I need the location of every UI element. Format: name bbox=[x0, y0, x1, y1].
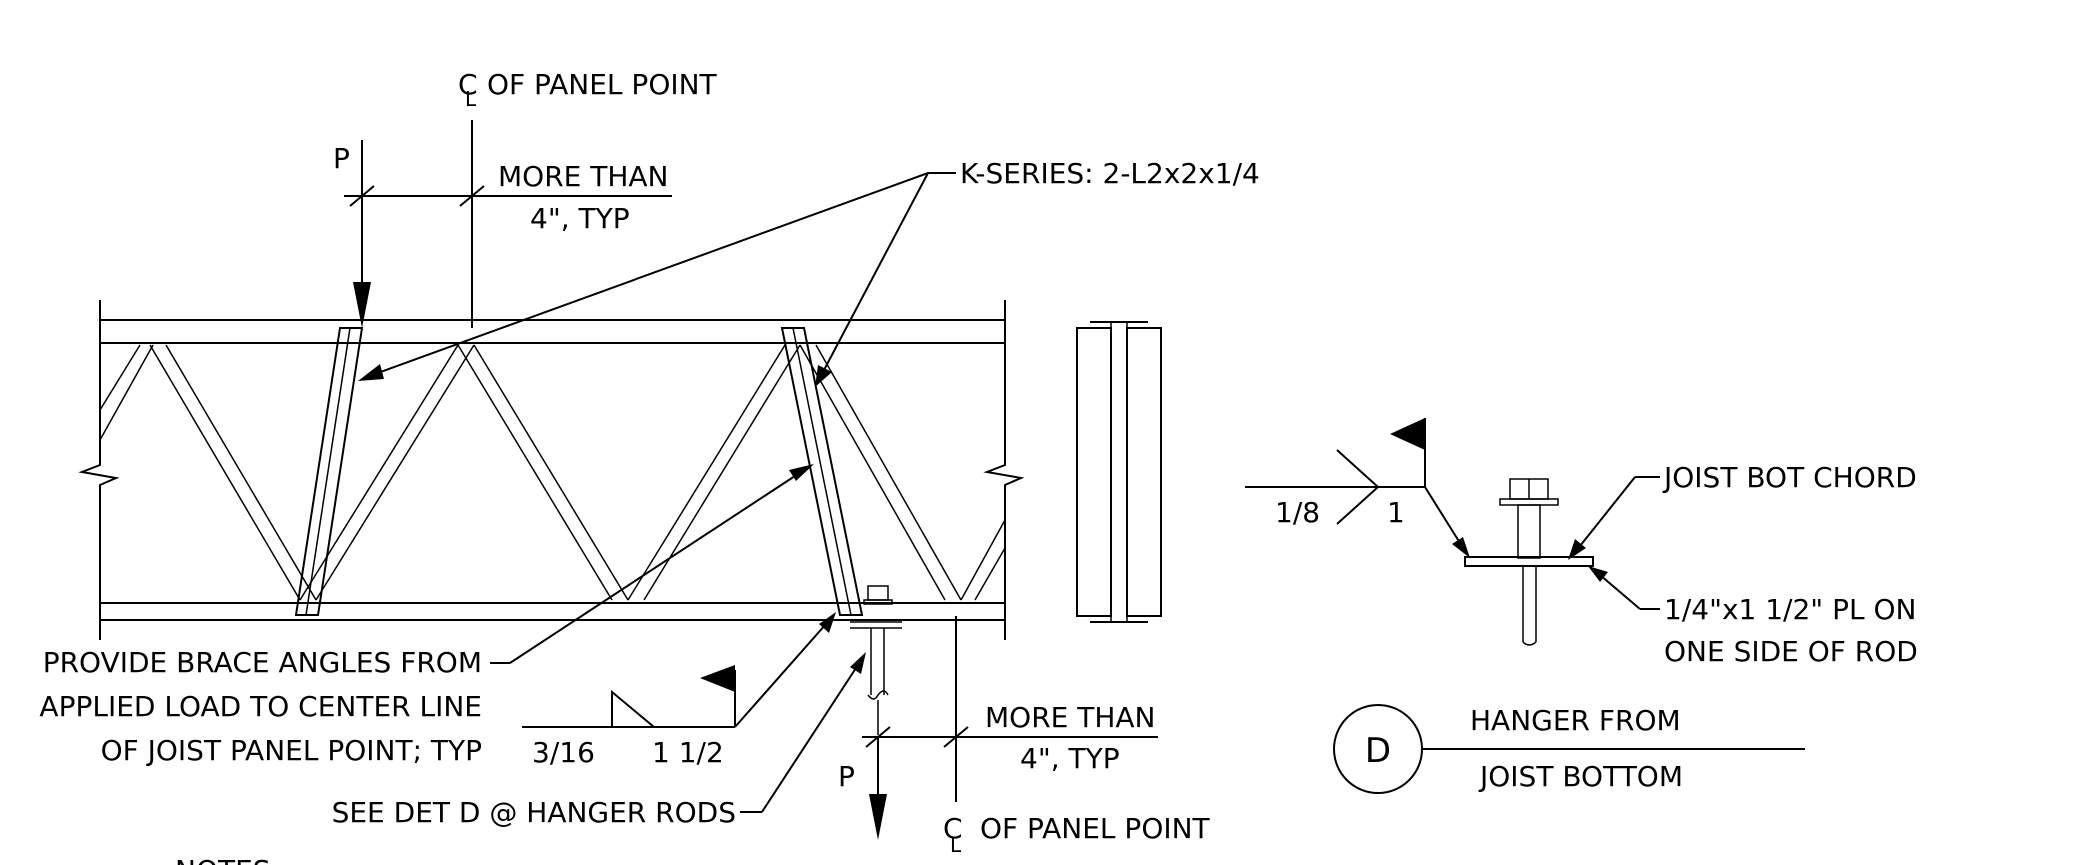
detail-title-line-1: HANGER FROM bbox=[1470, 704, 1681, 737]
plate-note-line-1: 1/4"x1 1/2" PL ON bbox=[1664, 593, 1916, 626]
dim-bottom: 4", TYP bbox=[1020, 742, 1120, 775]
cl-symbol-top: C bbox=[458, 68, 478, 101]
plate-note-line-2: ONE SIDE OF ROD bbox=[1664, 635, 1918, 668]
brace-angle-left bbox=[294, 327, 364, 616]
more-than-bottom: MORE THAN bbox=[985, 701, 1156, 734]
joist-section-view bbox=[1076, 321, 1162, 623]
field-weld-flag-detail bbox=[1390, 418, 1425, 450]
load-arrow-top bbox=[353, 282, 371, 328]
joist-bot-chord-label: JOIST BOT CHORD bbox=[1662, 461, 1917, 494]
hanger-rod-main bbox=[850, 585, 957, 802]
panel-point-label-top: OF PANEL POINT bbox=[487, 68, 718, 101]
weld-symbol-main: 3/16 1 1/2 bbox=[522, 612, 836, 769]
cl-subscript-top: L bbox=[465, 87, 477, 111]
load-arrow-bottom bbox=[869, 794, 887, 840]
joist-elevation bbox=[78, 300, 1025, 640]
bottom-load-dimension: MORE THAN 4", TYP P C L OF PANEL POINT bbox=[838, 701, 1211, 857]
k-series-callout: K-SERIES: 2-L2x2x1/4 bbox=[358, 157, 1260, 387]
k-series-label: K-SERIES: 2-L2x2x1/4 bbox=[960, 157, 1260, 190]
see-detail-callout: SEE DET D @ HANGER RODS bbox=[332, 652, 866, 829]
detail-title-line-2: JOIST BOTTOM bbox=[1478, 760, 1683, 793]
dim-top: 4", TYP bbox=[530, 202, 630, 235]
top-load-dimension: C L OF PANEL POINT P MORE THAN 4", TYP bbox=[333, 68, 718, 328]
weld-main-length: 1 1/2 bbox=[652, 736, 724, 769]
field-weld-flag-main bbox=[700, 665, 735, 692]
detail-id: D bbox=[1365, 731, 1391, 771]
detail-d: 1/8 1 JOIST BOT CHORD 1/4"x1 1/2" PL ON … bbox=[1245, 418, 1918, 794]
load-label-bottom: P bbox=[838, 760, 855, 793]
brace-note: PROVIDE BRACE ANGLES FROM APPLIED LOAD T… bbox=[39, 464, 814, 767]
cl-symbol-bottom: C bbox=[943, 812, 963, 845]
load-label-top: P bbox=[333, 142, 350, 175]
weld-main-size: 3/16 bbox=[532, 736, 595, 769]
cl-subscript-bottom: L bbox=[950, 833, 962, 857]
hanger-rod-detail bbox=[1464, 478, 1594, 646]
panel-point-label-bottom: OF PANEL POINT bbox=[980, 812, 1211, 845]
notes-heading: NOTES bbox=[175, 854, 271, 865]
weld-detail-size: 1/8 bbox=[1275, 496, 1320, 529]
weld-detail-length: 1 bbox=[1387, 496, 1405, 529]
brace-note-line-1: PROVIDE BRACE ANGLES FROM bbox=[43, 646, 482, 679]
brace-note-line-2: APPLIED LOAD TO CENTER LINE bbox=[39, 690, 482, 723]
web-members bbox=[99, 344, 1006, 601]
see-det-label: SEE DET D @ HANGER RODS bbox=[332, 796, 736, 829]
brace-angle-right bbox=[780, 327, 864, 616]
more-than-top: MORE THAN bbox=[498, 160, 669, 193]
brace-note-line-3: OF JOIST PANEL POINT; TYP bbox=[101, 734, 482, 767]
